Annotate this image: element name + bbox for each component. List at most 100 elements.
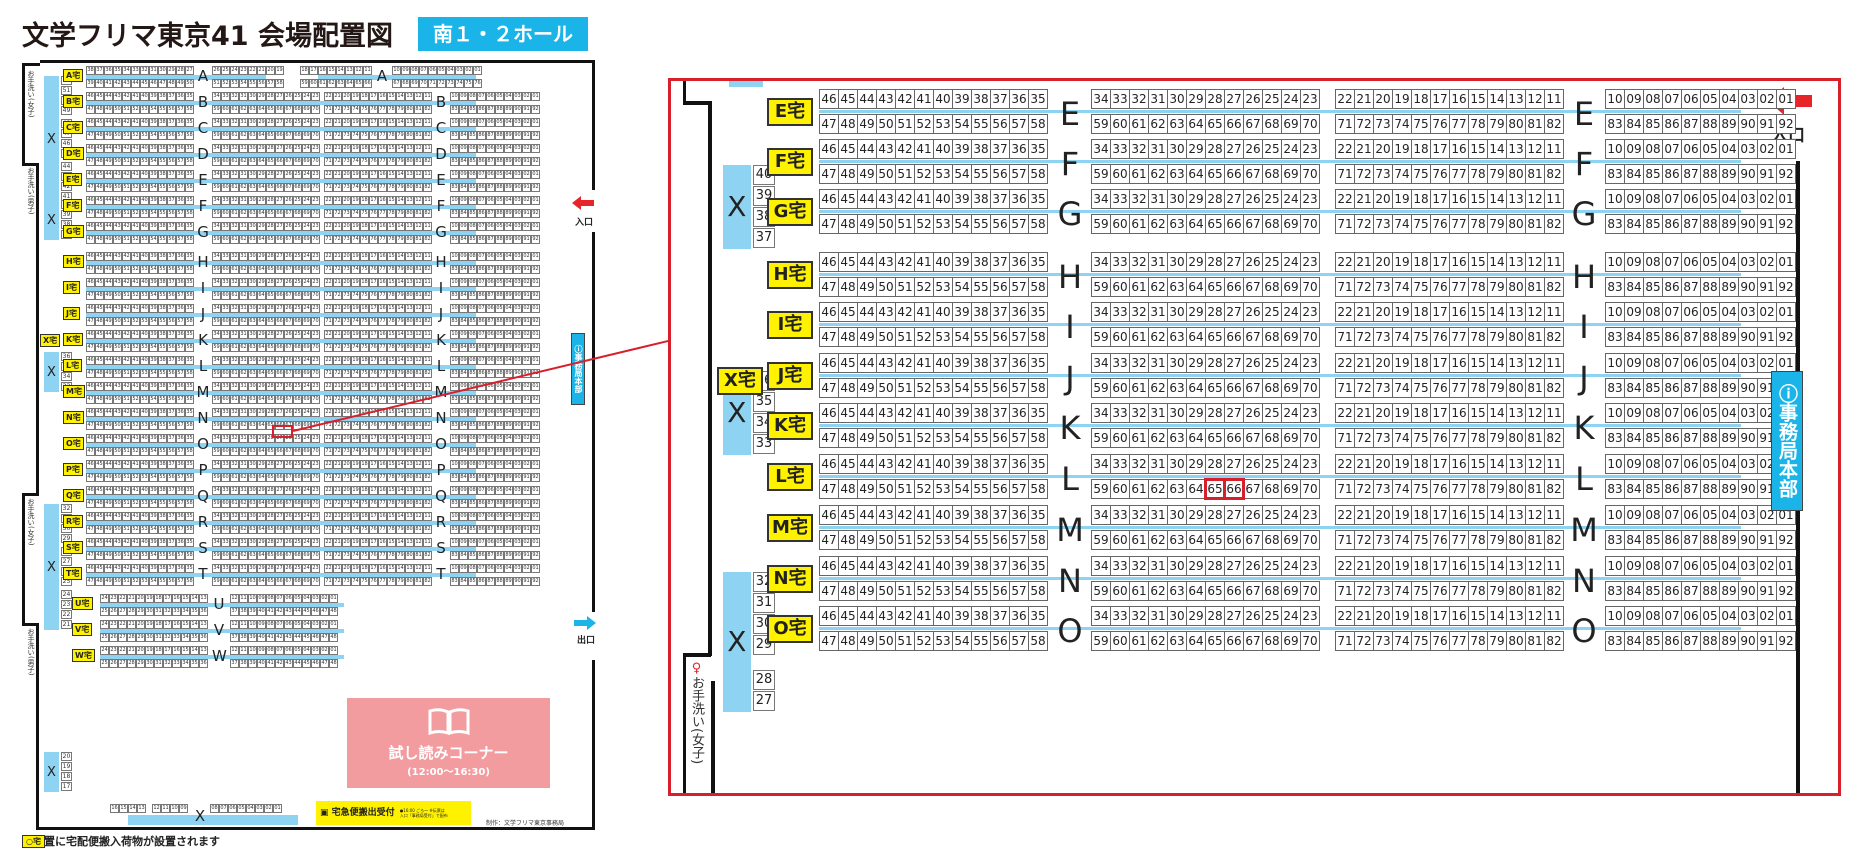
seat-I-78[interactable]: 78	[387, 291, 396, 300]
seat-J-72[interactable]: 72	[1354, 378, 1374, 398]
seat-E-03[interactable]: 03	[1738, 89, 1758, 109]
seat-L-08[interactable]: 08	[1643, 454, 1663, 474]
seat-N-88[interactable]: 88	[495, 421, 504, 430]
seat-H-91[interactable]: 91	[1757, 277, 1777, 297]
seat-Q-25[interactable]: 25	[293, 486, 302, 495]
seat-A-14[interactable]: 14	[336, 66, 345, 75]
seat-F-36[interactable]: 36	[176, 196, 185, 205]
seat-B-64[interactable]: 64	[257, 105, 266, 114]
seat-K-83[interactable]: 83	[1605, 428, 1625, 448]
seat-A-70[interactable]: 70	[419, 79, 428, 88]
seat-H-63[interactable]: 63	[248, 265, 257, 274]
seat-T-92[interactable]: 92	[531, 577, 540, 586]
seat-S-48[interactable]: 48	[95, 551, 104, 560]
seat-D-81[interactable]: 81	[414, 157, 423, 166]
seat-N-02[interactable]: 02	[522, 408, 531, 417]
seat-M-17[interactable]: 17	[369, 382, 378, 391]
seat-H-61[interactable]: 61	[1129, 277, 1149, 297]
seat-N-19[interactable]: 19	[1392, 556, 1412, 576]
seat-F-13[interactable]: 13	[405, 196, 414, 205]
seat-D-80[interactable]: 80	[405, 157, 414, 166]
seat-F-91[interactable]: 91	[1757, 164, 1777, 184]
seat-S-64[interactable]: 64	[257, 551, 266, 560]
seat-E-38[interactable]: 38	[158, 170, 167, 179]
seat-R-57[interactable]: 57	[176, 525, 185, 534]
seat-M-30[interactable]: 30	[248, 382, 257, 391]
seat-J-34[interactable]: 34	[212, 304, 221, 313]
seat-R-46[interactable]: 46	[86, 512, 95, 521]
seat-E-25[interactable]: 25	[293, 170, 302, 179]
seat-G-26[interactable]: 26	[1243, 189, 1263, 209]
seat-E-01[interactable]: 01	[1776, 89, 1796, 109]
seat-N-59[interactable]: 59	[212, 421, 221, 430]
seat-O-23[interactable]: 23	[1300, 606, 1320, 626]
seat-T-62[interactable]: 62	[239, 577, 248, 586]
seat-D-79[interactable]: 79	[396, 157, 405, 166]
seat-C-31[interactable]: 31	[239, 118, 248, 127]
seat-B-10[interactable]: 10	[450, 92, 459, 101]
seat-T-74[interactable]: 74	[351, 577, 360, 586]
seat-B-83[interactable]: 83	[450, 105, 459, 114]
seat-K-57[interactable]: 57	[1009, 428, 1029, 448]
seat-M-18[interactable]: 18	[360, 382, 369, 391]
seat-L-65[interactable]: 65	[1204, 478, 1226, 500]
seat-L-71[interactable]: 71	[1335, 479, 1355, 499]
seat-F-45[interactable]: 45	[95, 196, 104, 205]
seat-Q-63[interactable]: 63	[248, 499, 257, 508]
seat-G-12[interactable]: 12	[1525, 189, 1545, 209]
seat-E-16[interactable]: 16	[1449, 89, 1469, 109]
seat-Q-14[interactable]: 14	[396, 486, 405, 495]
seat-Q-29[interactable]: 29	[257, 486, 266, 495]
seat-B-68[interactable]: 68	[293, 105, 302, 114]
seat-F-77[interactable]: 77	[378, 209, 387, 218]
seat-B-40[interactable]: 40	[140, 92, 149, 101]
seat-R-15[interactable]: 15	[387, 512, 396, 521]
seat-O-91[interactable]: 91	[1757, 631, 1777, 651]
seat-R-14[interactable]: 14	[396, 512, 405, 521]
seat-V-04[interactable]: 04	[302, 620, 311, 629]
seat-R-91[interactable]: 91	[522, 525, 531, 534]
seat-K-27[interactable]: 27	[275, 330, 284, 339]
seat-A-64[interactable]: 64	[345, 79, 354, 88]
seat-L-55[interactable]: 55	[971, 479, 991, 499]
seat-J-66[interactable]: 66	[275, 317, 284, 326]
seat-E-75[interactable]: 75	[360, 183, 369, 192]
seat-G-53[interactable]: 53	[140, 235, 149, 244]
seat-F-03[interactable]: 03	[513, 196, 522, 205]
seat-E-86[interactable]: 86	[477, 183, 486, 192]
seat-B-09[interactable]: 09	[459, 92, 468, 101]
seat-R-60[interactable]: 60	[221, 525, 230, 534]
seat-U-13[interactable]: 13	[199, 594, 208, 603]
seat-J-65[interactable]: 65	[1205, 378, 1225, 398]
seat-B-44[interactable]: 44	[104, 92, 113, 101]
seat-G-50[interactable]: 50	[876, 214, 896, 234]
seat-G-63[interactable]: 63	[1167, 214, 1187, 234]
seat-O-55[interactable]: 55	[158, 447, 167, 456]
seat-X-07[interactable]: 07	[219, 804, 228, 813]
seat-M-28[interactable]: 28	[266, 382, 275, 391]
seat-L-87[interactable]: 87	[1681, 479, 1701, 499]
seat-P-91[interactable]: 91	[522, 473, 531, 482]
seat-F-30[interactable]: 30	[248, 196, 257, 205]
seat-M-08[interactable]: 08	[1643, 505, 1663, 525]
seat-L-21[interactable]: 21	[333, 356, 342, 365]
seat-H-04[interactable]: 04	[1719, 252, 1739, 272]
seat-M-41[interactable]: 41	[131, 382, 140, 391]
seat-G-21[interactable]: 21	[333, 222, 342, 231]
seat-M-11[interactable]: 11	[423, 382, 432, 391]
seat-O-92[interactable]: 92	[1776, 631, 1796, 651]
seat-T-29[interactable]: 29	[257, 564, 266, 573]
seat-J-51[interactable]: 51	[895, 378, 915, 398]
seat-E-66[interactable]: 66	[1224, 114, 1244, 134]
seat-E-02[interactable]: 02	[522, 170, 531, 179]
seat-D-02[interactable]: 02	[522, 144, 531, 153]
seat-N-66[interactable]: 66	[1224, 581, 1244, 601]
seat-I-69[interactable]: 69	[302, 291, 311, 300]
seat-H-22[interactable]: 22	[324, 252, 333, 261]
seat-S-56[interactable]: 56	[167, 551, 176, 560]
seat-E-77[interactable]: 77	[378, 183, 387, 192]
seat-J-23[interactable]: 23	[311, 304, 320, 313]
seat-J-33[interactable]: 33	[221, 304, 230, 313]
seat-I-54[interactable]: 54	[952, 327, 972, 347]
seat-L-62[interactable]: 62	[239, 369, 248, 378]
